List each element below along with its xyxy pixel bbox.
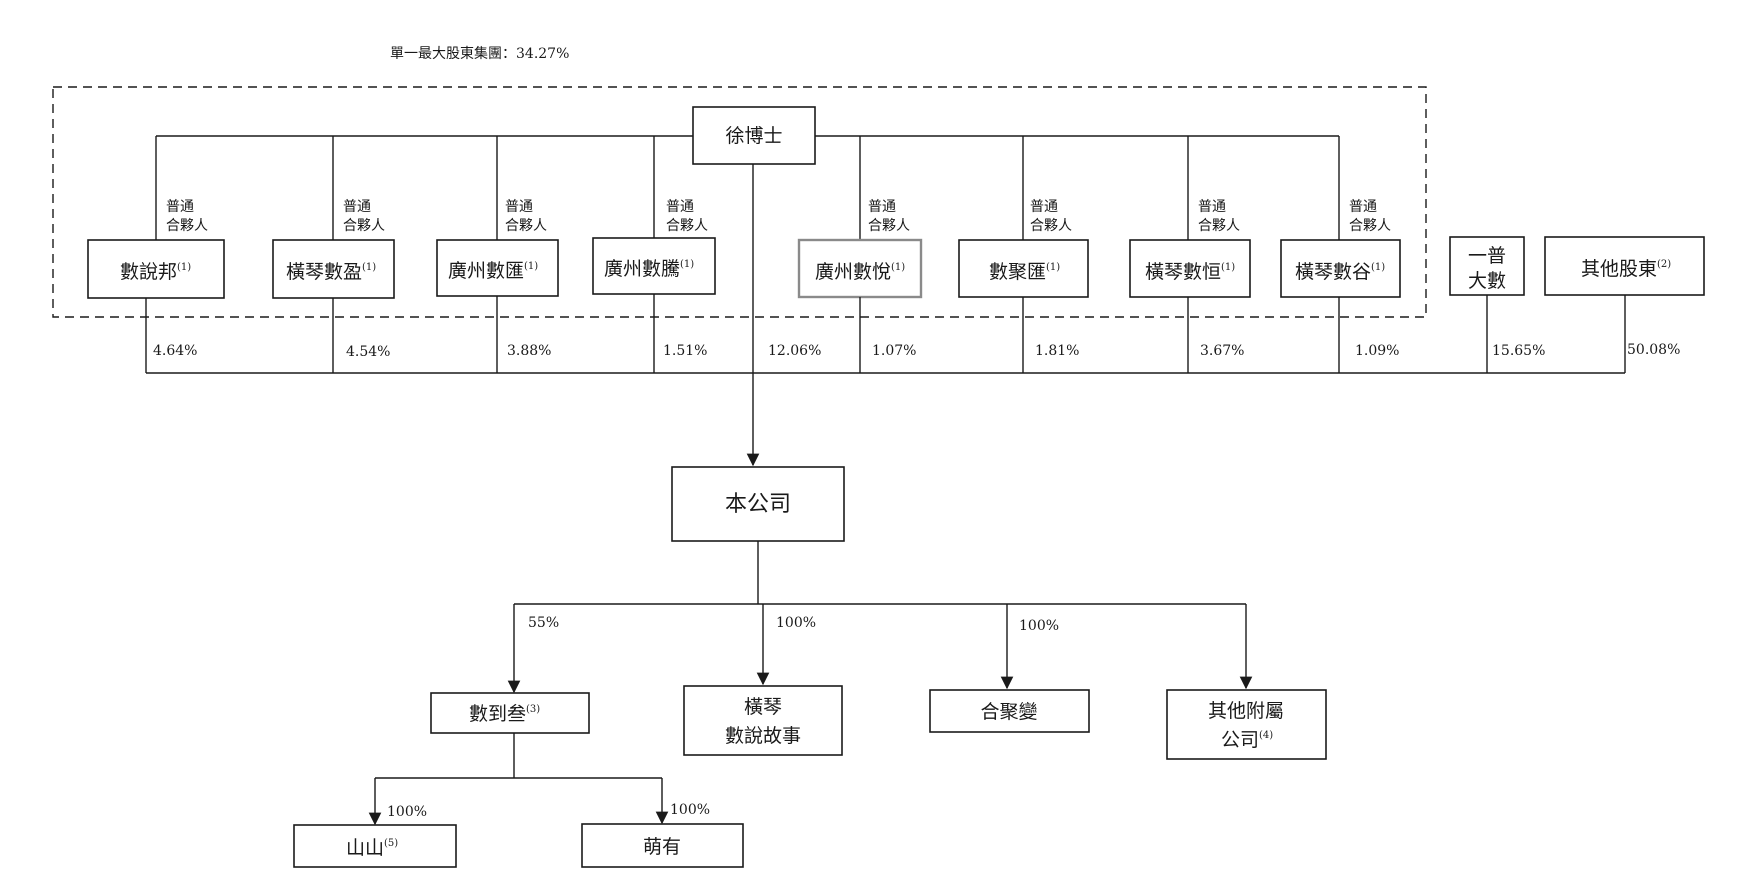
holding-pct: 50.08% xyxy=(1627,342,1680,358)
grandchild-box xyxy=(293,824,457,868)
holding-pct: 3.67% xyxy=(1200,343,1244,359)
svg-text:普通: 普通 xyxy=(166,199,194,215)
holder-label: 橫琴數恒(1) xyxy=(1145,261,1235,283)
holder-label: 廣州數匯(1) xyxy=(448,260,538,282)
subsidiary-label: 合聚變 xyxy=(980,701,1037,723)
grandchild-label: 山山(5) xyxy=(346,837,398,859)
holder-box xyxy=(1129,239,1251,298)
svg-text:合夥人: 合夥人 xyxy=(1198,218,1240,234)
gp-label: 普通 合夥人 xyxy=(1030,199,1072,234)
svg-text:普通: 普通 xyxy=(1030,199,1058,215)
grandchild-pct: 100% xyxy=(387,804,427,820)
company-box xyxy=(671,466,845,542)
svg-text:普通: 普通 xyxy=(666,199,694,215)
holder-box xyxy=(592,237,716,295)
holder-box xyxy=(87,239,225,299)
holding-pct: 4.64% xyxy=(153,343,197,359)
yipu-label: 大數 xyxy=(1468,270,1506,292)
gp-label: 普通 合夥人 xyxy=(343,199,385,234)
holding-pct: 1.09% xyxy=(1355,343,1399,359)
gp-label: 普通 合夥人 xyxy=(1198,199,1240,234)
gp-label: 普通 合夥人 xyxy=(666,199,708,234)
root-box xyxy=(692,106,816,165)
holder-label: 廣州數騰(1) xyxy=(604,258,694,280)
holder-box xyxy=(1280,239,1401,298)
yipu-label: 一普 xyxy=(1468,245,1506,267)
gp-label: 普通 合夥人 xyxy=(1349,199,1391,234)
grandchild-box xyxy=(581,823,744,868)
svg-text:普通: 普通 xyxy=(1349,199,1377,215)
yipu-box xyxy=(1449,236,1525,296)
subsidiary-label: 數說故事 xyxy=(725,725,801,747)
holding-pct: 4.54% xyxy=(346,344,390,360)
root-label: 徐博士 xyxy=(725,125,782,147)
other-shareholders-box xyxy=(1544,236,1705,296)
svg-text:普通: 普通 xyxy=(343,199,371,215)
holder-box xyxy=(272,239,395,299)
subsidiary-box xyxy=(1166,689,1327,760)
svg-text:普通: 普通 xyxy=(868,199,896,215)
gp-label: 普通 合夥人 xyxy=(166,199,208,234)
svg-text:合夥人: 合夥人 xyxy=(505,218,547,234)
holder-label: 數聚匯(1) xyxy=(989,261,1060,283)
subsidiary-box xyxy=(683,685,843,756)
holder-label: 橫琴數谷(1) xyxy=(1295,261,1385,283)
gp-label: 普通 合夥人 xyxy=(868,199,910,234)
subsidiary-pct: 100% xyxy=(776,615,816,631)
svg-text:合夥人: 合夥人 xyxy=(1030,218,1072,234)
svg-text:合夥人: 合夥人 xyxy=(166,218,208,234)
subsidiary-box xyxy=(929,689,1090,733)
concert-group-boundary xyxy=(52,86,1427,318)
subsidiary-label: 其他附屬 xyxy=(1208,700,1284,722)
holding-pct: 1.07% xyxy=(872,343,916,359)
subsidiary-label: 數到叁(3) xyxy=(469,703,540,725)
svg-text:合夥人: 合夥人 xyxy=(868,218,910,234)
holder-box xyxy=(436,239,559,297)
holding-pct: 3.88% xyxy=(507,343,551,359)
holder-label: 橫琴數盈(1) xyxy=(286,261,376,283)
holding-pct: 12.06% xyxy=(768,343,821,359)
gp-label: 普通 合夥人 xyxy=(505,199,547,234)
holder-label: 廣州數悅(1) xyxy=(815,261,905,283)
holder-label: 數說邦(1) xyxy=(120,261,191,283)
subsidiary-box xyxy=(430,692,590,734)
svg-text:普通: 普通 xyxy=(1198,199,1226,215)
svg-text:合夥人: 合夥人 xyxy=(343,218,385,234)
other-shareholders-label: 其他股東(2) xyxy=(1581,258,1671,280)
group-label: 單一最大股東集團：34.27% xyxy=(390,45,569,62)
svg-text:合夥人: 合夥人 xyxy=(1349,218,1391,234)
svg-text:合夥人: 合夥人 xyxy=(666,218,708,234)
subsidiary-label: 橫琴 xyxy=(744,696,782,718)
company-label: 本公司 xyxy=(725,492,791,517)
holding-pct: 1.51% xyxy=(663,343,707,359)
holding-pct: 1.81% xyxy=(1035,343,1079,359)
grandchild-pct: 100% xyxy=(670,802,710,818)
svg-text:普通: 普通 xyxy=(505,199,533,215)
holding-pct: 15.65% xyxy=(1492,343,1545,359)
subsidiary-label: 公司(4) xyxy=(1221,729,1273,751)
subsidiary-pct: 100% xyxy=(1019,618,1059,634)
subsidiary-pct: 55% xyxy=(528,615,559,631)
grandchild-label: 萌有 xyxy=(643,836,681,858)
